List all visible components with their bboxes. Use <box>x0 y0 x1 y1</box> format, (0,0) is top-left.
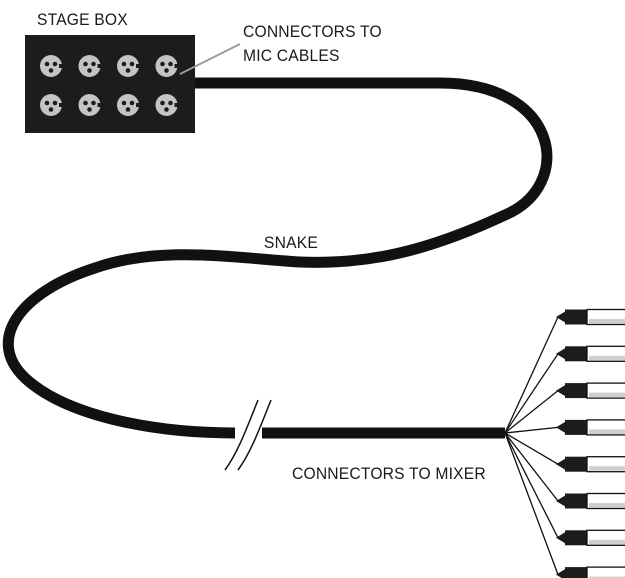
xlr-socket <box>78 55 101 77</box>
xlr-socket <box>155 94 178 116</box>
xlr-plug <box>556 419 625 436</box>
xlr-plug <box>556 566 625 578</box>
fanout-wire <box>504 432 559 502</box>
stage-box-label: STAGE BOX <box>37 10 128 29</box>
fanout-wire <box>504 432 559 575</box>
mic-cables-label-line1: CONNECTORS TO <box>243 22 382 41</box>
fanout-wire <box>504 432 559 539</box>
snake-label: SNAKE <box>264 233 318 252</box>
mixer-connectors <box>556 308 625 578</box>
mic-cables-leader-line <box>179 43 241 75</box>
xlr-plug <box>556 382 625 399</box>
stage-box <box>25 35 195 133</box>
stage-box-sockets <box>40 55 178 116</box>
mic-cables-label-line2: MIC CABLES <box>243 46 340 65</box>
fanout-wire <box>504 390 559 434</box>
snake-cable <box>2 77 553 439</box>
fanout-wire <box>504 316 559 434</box>
mixer-connectors-label: CONNECTORS TO MIXER <box>292 464 486 483</box>
cable-break-symbol <box>224 399 272 471</box>
xlr-plug <box>556 456 625 473</box>
xlr-socket <box>40 55 62 77</box>
xlr-socket <box>40 94 62 116</box>
fanout-wire <box>504 426 559 434</box>
xlr-plug <box>556 529 625 546</box>
xlr-plug <box>556 345 625 362</box>
xlr-plug <box>556 492 625 510</box>
xlr-socket <box>155 55 178 77</box>
fanout-wire <box>504 432 559 465</box>
fanout-wires <box>504 316 559 575</box>
xlr-plug <box>556 308 625 326</box>
xlr-socket <box>117 94 139 116</box>
fanout-wire <box>504 353 559 434</box>
xlr-socket <box>78 94 101 116</box>
xlr-socket <box>117 55 139 77</box>
